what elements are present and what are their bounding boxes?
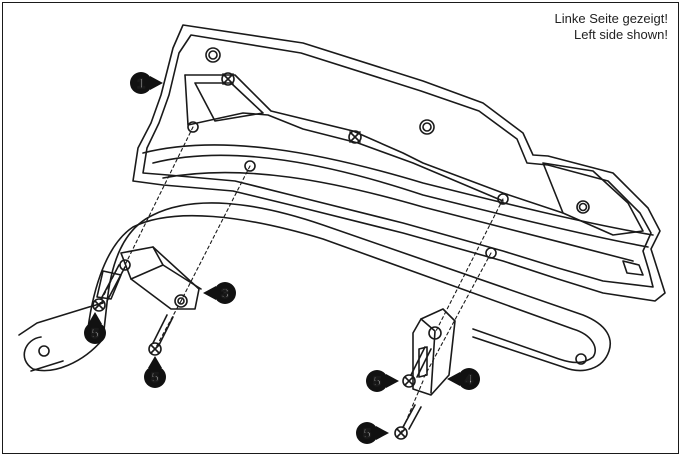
screw-left-head [92,298,106,312]
bolt-hole-rear [497,193,509,205]
assembly-line-screw-bottom [400,380,424,434]
bar-end-clamp [412,308,456,396]
callout-5-mid-label: 5 [373,373,381,389]
mount-hole-mid-inner [422,122,432,132]
callout-4-pointer [447,372,460,386]
bar-end-hole-right [575,353,587,365]
assembly-lines [98,126,504,434]
callout-1-label: 1 [137,75,145,91]
rear-tab [542,162,644,236]
bolt-hole-front [187,121,199,133]
screw-head-front [221,72,235,86]
callout-5-lower-pointer [148,356,162,368]
handguard-outline [132,24,666,302]
mount-hole-mid [419,119,435,135]
mount-hole-top [205,47,221,63]
handguard-ridge [162,171,634,262]
clamp-bracket [96,246,202,310]
callout-3-pointer [203,286,216,300]
bar-end-lower [30,360,64,372]
mount-hole-rim-right [485,247,497,259]
callout-4: 4 [447,368,480,390]
mount-hole-rear [576,200,590,214]
mount-hole-rim-left [244,160,256,172]
assembly-line-front [124,126,194,266]
callout-5-left-label: 5 [91,325,99,341]
handguard-shell [132,24,666,302]
screw-bottom-shank [402,404,422,430]
callout-5-mid-pointer [386,374,399,388]
screw-bottom [394,404,422,440]
assembly-line-screw-lower [154,300,182,350]
screw-head-center [348,130,362,144]
mount-pocket [184,74,564,214]
callout-5-bottom-pointer [376,426,389,440]
screw-cross-front [222,73,234,85]
callout-3-label: 3 [221,285,229,301]
side-note-english: Left side shown! [574,27,668,42]
screw-mid-cross [404,376,414,386]
bar-end-clamp-front [420,318,436,394]
mount-pocket-lower [184,74,504,202]
callout-1: 1 [130,72,163,94]
rear-slot [622,260,644,276]
clamp-hole-bottom-inner [177,297,185,305]
callout-5-lower: 5 [144,356,166,388]
bar-end-hole-left [38,345,50,357]
mount-hole-rear-inner [578,202,588,212]
assembly-line-rear [434,198,504,334]
screw-mid [402,346,432,388]
bar-end-clamp-body [412,308,456,396]
screw-cross-center [349,131,361,143]
assembly-line-screw-left [98,264,120,306]
mount-flange [194,82,264,122]
clamp-web [130,264,164,280]
assembly-line-rim-rear [422,252,492,380]
callout-5-left: 5 [84,312,106,344]
handguard-rim-inner [152,154,649,248]
side-note-german: Linke Seite gezeigt! [554,11,668,26]
callout-5-bottom-label: 5 [363,425,371,441]
screw-lower-head [148,342,162,356]
callout-5-left-pointer [88,312,102,324]
side-note: Linke Seite gezeigt! Left side shown! [555,11,668,43]
screw-mid-head [402,374,416,388]
callout-4-label: 4 [465,371,473,387]
assembly-drawing: 1 3 4 5 5 5 5 [18,24,666,444]
callout-5-lower-label: 5 [151,369,159,385]
callout-3: 3 [203,282,236,304]
assembly-line-rim [180,165,251,302]
bar-end-left [18,302,104,336]
screw-lower [148,314,174,356]
screw-bottom-head [394,426,408,440]
callout-5-mid: 5 [366,370,399,392]
callout-1-pointer [150,76,163,90]
callout-5-bottom: 5 [356,422,389,444]
clamp-hole-bottom [174,294,188,308]
screw-lower-shank [152,314,174,346]
bar-outer [23,202,611,372]
diagram-frame: Linke Seite gezeigt! Left side shown! [2,2,679,454]
bar-end-clamp-hole [428,326,442,340]
screw-mid-shank [410,346,432,378]
mount-hole-top-inner [208,50,218,60]
clamp-hole-top [119,259,131,271]
bar-inner [86,214,597,364]
handguard-bar [18,202,611,372]
